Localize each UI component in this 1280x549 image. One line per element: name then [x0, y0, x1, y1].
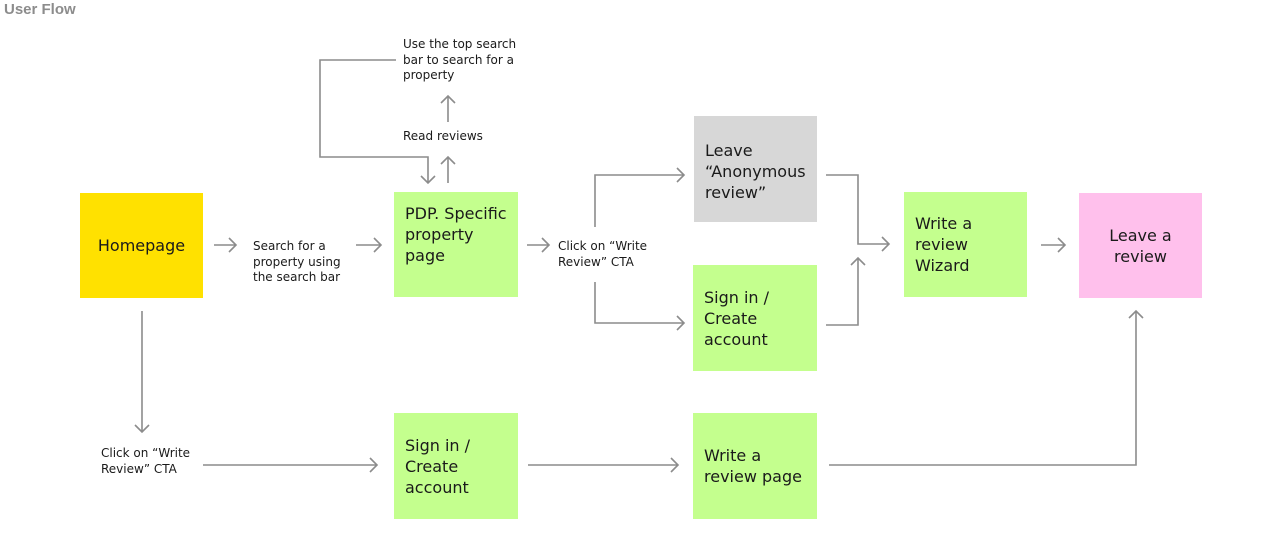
- arrow-branch-to-anonymous-review: [594, 167, 686, 227]
- review-wizard-node-label: Write a review Wizard: [915, 214, 973, 275]
- arrow-write-review-page-to-leave-review: [829, 309, 1144, 466]
- anonymous-review-node-label: Leave “Anonymous review”: [705, 141, 806, 202]
- pdp-node: PDP. Specific property page: [394, 192, 518, 297]
- arrow-read-reviews-to-search-bar: [440, 94, 456, 122]
- leave-review-node-label: Leave a review: [1109, 225, 1172, 266]
- write-review-page-node: Write a review page: [693, 413, 817, 519]
- arrow-pdp-to-click-cta: [527, 237, 551, 253]
- arrow-pdp-to-read-reviews: [440, 155, 456, 183]
- arrow-branch-to-sign-in-top: [594, 282, 686, 331]
- arrow-search-label-to-pdp: [356, 237, 383, 253]
- click-write-review-cta-label: Click on “Write Review” CTA: [558, 239, 648, 269]
- read-reviews-label: Read reviews: [403, 129, 483, 143]
- click-write-review-cta-bottom-label: Click on “Write Review” CTA: [101, 446, 191, 476]
- search-property-label: Search for a property using the search b…: [253, 239, 341, 284]
- arrow-anonymous-review-to-wizard: [826, 174, 891, 252]
- anonymous-review-node: Leave “Anonymous review”: [694, 116, 817, 222]
- write-review-page-node-label: Write a review page: [704, 446, 802, 486]
- sign-in-bottom-node: Sign in / Create account: [394, 413, 518, 519]
- sign-in-top-node: Sign in / Create account: [693, 265, 817, 371]
- review-wizard-node: Write a review Wizard: [904, 192, 1027, 297]
- sign-in-bottom-node-label: Sign in / Create account: [405, 435, 471, 497]
- arrow-click-cta-bottom-to-sign-in: [203, 457, 379, 473]
- arrow-wizard-to-leave-review: [1041, 237, 1067, 253]
- arrow-sign-in-bottom-to-write-review-page: [528, 457, 680, 473]
- leave-review-node: Leave a review: [1079, 193, 1202, 298]
- pdp-node-label: PDP. Specific property page: [405, 204, 507, 265]
- page-title: User Flow: [4, 1, 76, 18]
- arrow-search-bar-loop-to-pdp: [319, 59, 436, 185]
- search-bar-label: Use the top search bar to search for a p…: [403, 37, 517, 82]
- arrow-homepage-to-search-label: [214, 237, 238, 253]
- arrow-sign-in-top-to-wizard: [826, 256, 866, 326]
- sign-in-top-node-label: Sign in / Create account: [704, 287, 770, 349]
- homepage-node-label: Homepage: [97, 236, 186, 255]
- arrow-homepage-to-click-cta-bottom: [134, 311, 150, 434]
- homepage-node: Homepage: [80, 193, 203, 298]
